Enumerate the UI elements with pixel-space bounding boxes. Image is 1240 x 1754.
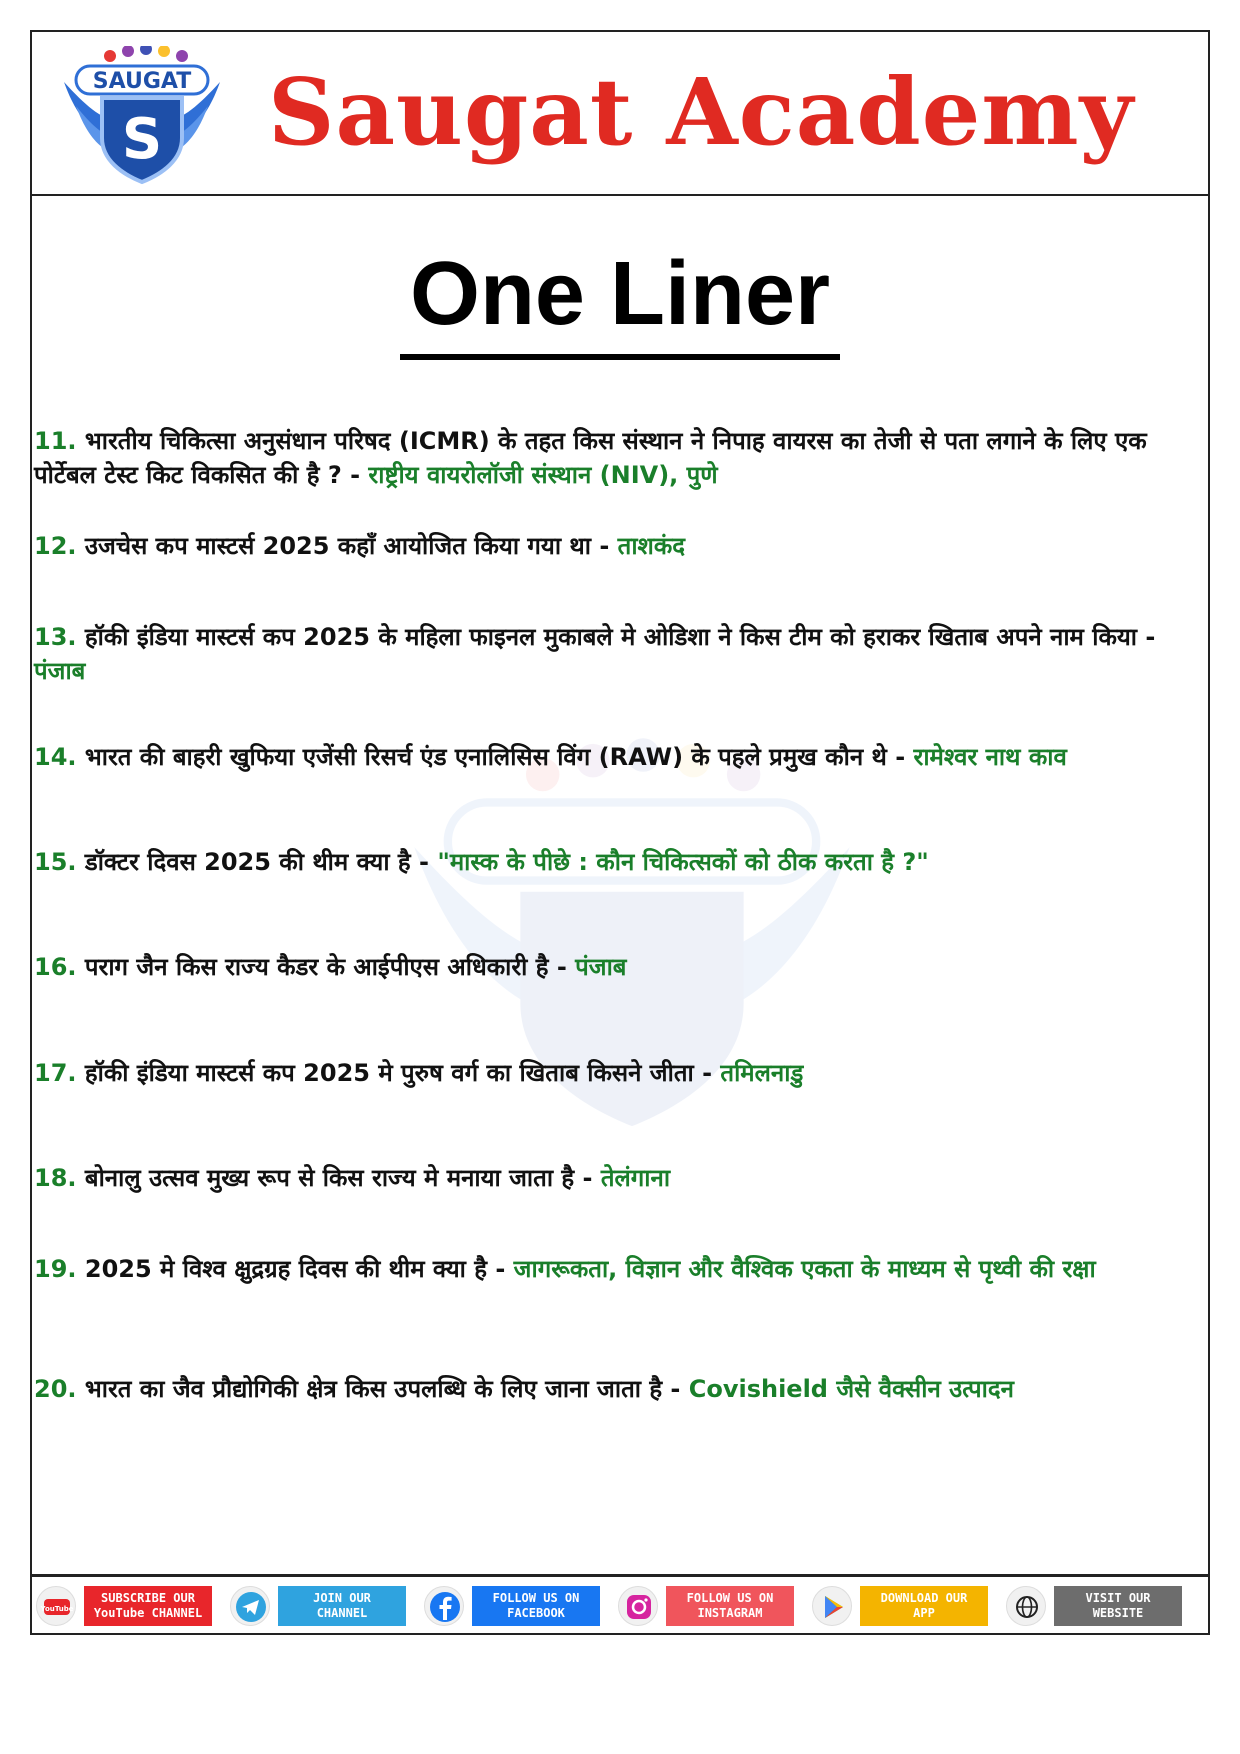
svg-text:SAUGAT: SAUGAT — [93, 69, 191, 94]
facebook-label: FOLLOW US ON FACEBOOK — [472, 1586, 600, 1626]
facebook-icon — [424, 1586, 464, 1626]
watermark-logo — [414, 738, 850, 1127]
svg-text:S: S — [122, 107, 162, 172]
qa-item-18: 18. बोनालु उत्सव मुख्य रूप से किस राज्य … — [32, 1161, 1186, 1195]
qa-question: भारतीय चिकित्सा अनुसंधान परिषद (ICMR) के… — [34, 427, 1147, 489]
qa-question: भारत का जैव प्रौद्योगिकी क्षेत्र किस उपल… — [76, 1375, 689, 1403]
page-frame: SAUGAT S Saugat Academy One Liner 11. भा… — [30, 30, 1210, 1635]
qa-answer: राष्ट्रीय वायरोलॉजी संस्थान (NIV), पुणे — [368, 461, 718, 489]
app-download-label: DOWNLOAD OUR APP — [860, 1586, 988, 1626]
qa-item-17: 17. हॉकी इंडिया मास्टर्स कप 2025 मे पुरु… — [32, 1056, 1186, 1090]
website-label: VISIT OUR WEBSITE — [1054, 1586, 1182, 1626]
qa-item-19: 19. 2025 मे विश्व क्षुद्रग्रह दिवस की थी… — [32, 1252, 1186, 1286]
qa-question: हॉकी इंडिया मास्टर्स कप 2025 के महिला फा… — [76, 623, 1156, 651]
page-title: One Liner — [409, 244, 831, 344]
qa-question: भारत की बाहरी खुफिया एजेंसी रिसर्च एंड ए… — [76, 743, 914, 771]
qa-number: 19. — [34, 1255, 77, 1283]
qa-number: 16. — [34, 953, 77, 981]
qa-answer: Covishield जैसे वैक्सीन उत्पादन — [688, 1375, 1014, 1403]
brand-name: Saugat Academy — [268, 58, 1135, 166]
qa-item-13: 13. हॉकी इंडिया मास्टर्स कप 2025 के महिल… — [32, 620, 1186, 688]
qa-item-16: 16. पराग जैन किस राज्य कैडर के आईपीएस अध… — [32, 950, 1186, 984]
qa-number: 11. — [34, 427, 77, 455]
qa-answer: पंजाब — [34, 657, 86, 685]
qa-answer: तमिलनाडु — [720, 1059, 804, 1087]
instagram-icon — [618, 1586, 658, 1626]
qa-question: डॉक्टर दिवस 2025 की थीम क्या है - — [76, 848, 438, 876]
qa-answer: तेलंगाना — [600, 1164, 671, 1192]
youtube-icon: YouTube — [36, 1586, 76, 1626]
qa-answer: ताशकंद — [617, 532, 686, 560]
social-footer: YouTube SUBSCRIBE OUR YouTube CHANNEL JO… — [32, 1574, 1208, 1633]
svg-text:YouTube: YouTube — [40, 1605, 74, 1613]
qa-question: उजचेस कप मास्टर्स 2025 कहाँ आयोजित किया … — [76, 532, 618, 560]
qa-answer: रामेश्वर नाथ काव — [913, 743, 1067, 771]
qa-item-12: 12. उजचेस कप मास्टर्स 2025 कहाँ आयोजित क… — [32, 529, 1186, 563]
telegram-label: JOIN OUR CHANNEL — [278, 1586, 406, 1626]
qa-answer: जागरूकता, विज्ञान और वैश्विक एकता के माध… — [513, 1255, 1096, 1283]
qa-number: 13. — [34, 623, 77, 651]
qa-question: पराग जैन किस राज्य कैडर के आईपीएस अधिकार… — [76, 953, 576, 981]
qa-question: हॉकी इंडिया मास्टर्स कप 2025 मे पुरुष वर… — [76, 1059, 721, 1087]
qa-number: 17. — [34, 1059, 77, 1087]
qa-question: बोनालु उत्सव मुख्य रूप से किस राज्य मे म… — [76, 1164, 601, 1192]
qa-number: 15. — [34, 848, 77, 876]
youtube-label: SUBSCRIBE OUR YouTube CHANNEL — [84, 1586, 212, 1626]
globe-icon — [1006, 1586, 1046, 1626]
title-underline — [400, 354, 840, 360]
qa-item-20: 20. भारत का जैव प्रौद्योगिकी क्षेत्र किस… — [32, 1372, 1186, 1406]
qa-number: 14. — [34, 743, 77, 771]
qa-answer: "मास्क के पीछे : कौन चिकित्सकों को ठीक क… — [437, 848, 929, 876]
header: SAUGAT S Saugat Academy — [32, 32, 1208, 196]
qa-item-15: 15. डॉक्टर दिवस 2025 की थीम क्या है - "म… — [32, 845, 1186, 879]
instagram-label: FOLLOW US ON INSTAGRAM — [666, 1586, 794, 1626]
qa-number: 12. — [34, 532, 77, 560]
play-store-icon — [812, 1586, 852, 1626]
qa-item-14: 14. भारत की बाहरी खुफिया एजेंसी रिसर्च ए… — [32, 740, 1186, 774]
saugat-logo: SAUGAT S — [64, 46, 220, 185]
qa-number: 20. — [34, 1375, 77, 1403]
qa-question: 2025 मे विश्व क्षुद्रग्रह दिवस की थीम क्… — [76, 1255, 514, 1283]
telegram-icon — [230, 1586, 270, 1626]
qa-number: 18. — [34, 1164, 77, 1192]
qa-answer: पंजाब — [575, 953, 627, 981]
qa-item-11: 11. भारतीय चिकित्सा अनुसंधान परिषद (ICMR… — [32, 424, 1186, 492]
